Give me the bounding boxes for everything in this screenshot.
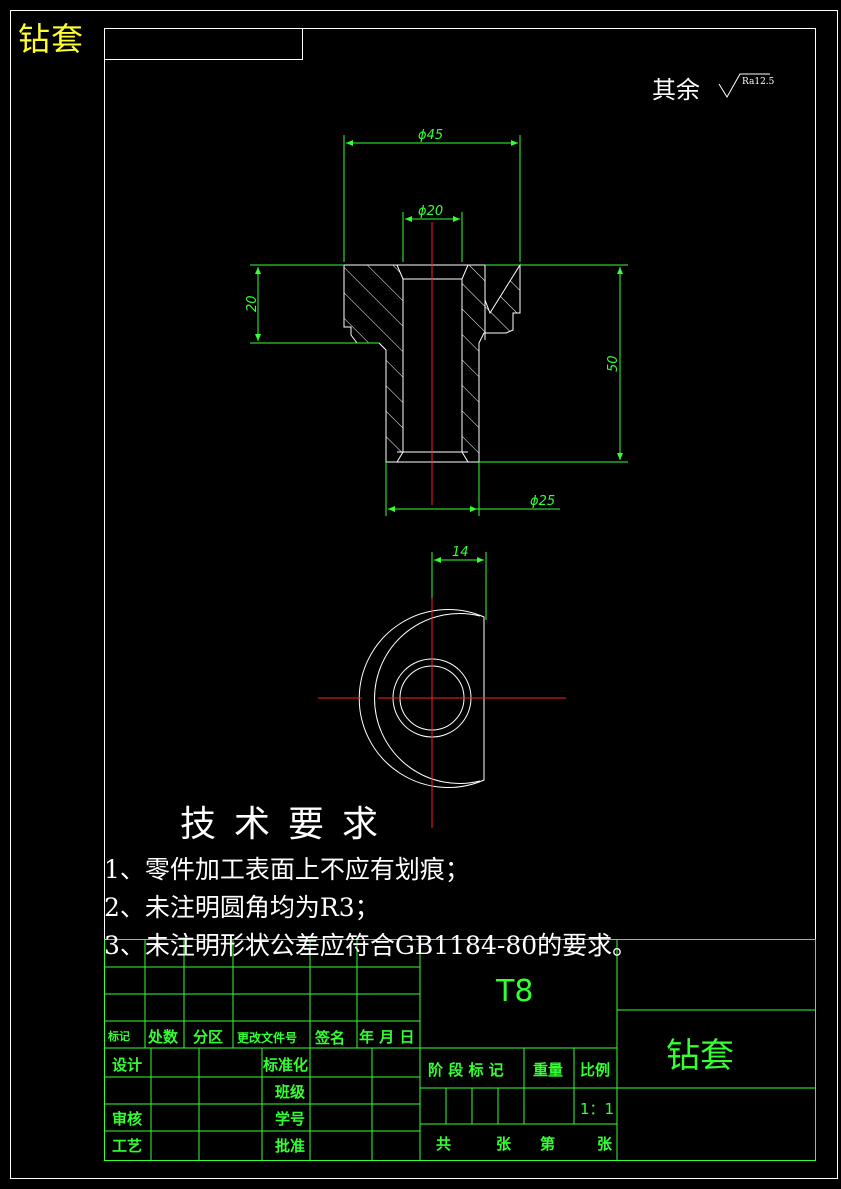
scale-label: 比例 [580,1061,611,1079]
dim-bore-diameter: ϕ20 [418,204,443,219]
approve-label: 批准 [275,1137,306,1155]
class-label: 班级 [275,1083,306,1101]
rev-count: 处数 [148,1028,179,1046]
rev-mark: 标记 [108,1030,130,1043]
drawing-frame [104,28,816,1161]
tech-requirements-title: 技术要求 [180,804,397,845]
section-hatch-right [461,263,521,463]
sheet-of-label: 第 [540,1135,556,1153]
section-dimensions [250,135,628,516]
roughness-symbol [718,73,770,98]
process-label: 工艺 [112,1137,143,1155]
drawing-name: 钻套 [666,1036,734,1076]
dim-shank-diameter: ϕ25 [530,494,555,509]
title-block-grid [104,939,816,1161]
top-view [318,582,566,828]
rev-date: 年 月 日 [359,1028,415,1046]
top-dimensions [431,552,487,620]
review-label: 审核 [112,1110,143,1128]
surface-note-prefix: 其余 [652,76,700,104]
material-label: T8 [496,974,534,1009]
student-id-label: 学号 [275,1110,306,1128]
outer-contour [358,609,485,788]
rev-doc-no: 更改文件号 [237,1031,298,1045]
dim-total-length: 50 [606,355,621,372]
weight-label: 重量 [533,1061,564,1079]
scale-value: 1：1 [580,1100,615,1118]
rev-zone: 分区 [193,1028,224,1046]
dim-flat-distance: 14 [452,545,469,560]
sheet-unit-2: 张 [597,1135,613,1153]
corner-part-name: 钻套 [18,20,85,58]
sheet-unit-1: 张 [496,1135,512,1153]
dim-flange-height: 20 [245,295,260,312]
section-hatch-left [343,264,404,463]
tech-requirement-1: 1、零件加工表面上不应有划痕； [104,855,470,884]
design-label: 设计 [112,1056,143,1074]
sheet-border [10,10,838,1179]
sheet-total-label: 共 [436,1135,452,1153]
code-box [104,28,303,60]
section-view [343,222,521,505]
stage-mark-label: 阶 段 标 记 [428,1061,504,1079]
standardize-label: 标准化 [263,1056,309,1074]
tech-requirement-2: 2、未注明圆角均为R3； [104,893,380,922]
rev-sign: 签名 [315,1029,346,1047]
roughness-value: Ra12.5 [742,77,775,87]
dim-outer-diameter: ϕ45 [418,128,443,143]
tech-requirement-3: 3、未注明形状公差应符合GB1184-80的要求。 [104,931,638,960]
